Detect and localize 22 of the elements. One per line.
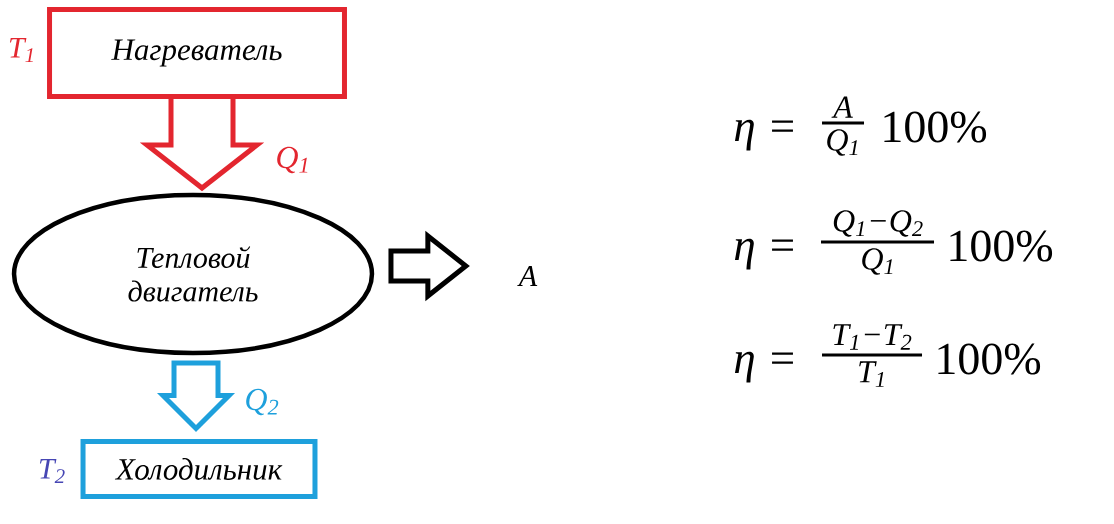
formula-term: 100% xyxy=(938,343,1041,375)
fraction-numerator: T$_{1}$−T$_{2}$ xyxy=(833,324,912,350)
work-symbol: A xyxy=(517,266,538,286)
temperature-label: T$_{2}$ xyxy=(39,458,65,484)
heater-box: Нагреватель xyxy=(47,7,347,99)
fraction-numerator: A xyxy=(831,96,853,118)
fraction-denominator: T$_{1}$ xyxy=(859,361,884,387)
edge-label: Q$_{2}$ xyxy=(242,387,282,417)
formula-term: 100% xyxy=(884,111,987,143)
fraction-denominator: Q$_{1}$ xyxy=(862,248,893,275)
block-arrow xyxy=(156,360,236,433)
block-arrow xyxy=(388,230,470,302)
formula-term: η = xyxy=(734,351,793,383)
formula-term: 100% xyxy=(950,230,1053,262)
cooler-box: Холодильник xyxy=(80,439,318,499)
edge-label: Q$_{1}$ xyxy=(273,145,313,175)
formula-term: η = xyxy=(734,238,793,270)
fraction-denominator: Q$_{1}$ xyxy=(827,129,858,156)
temperature-label: T$_{1}$ xyxy=(9,37,33,63)
block-arrow xyxy=(139,94,265,192)
formula-term: η = xyxy=(734,119,793,151)
fraction-numerator: Q$_{1}$−Q$_{2}$ xyxy=(833,210,923,237)
